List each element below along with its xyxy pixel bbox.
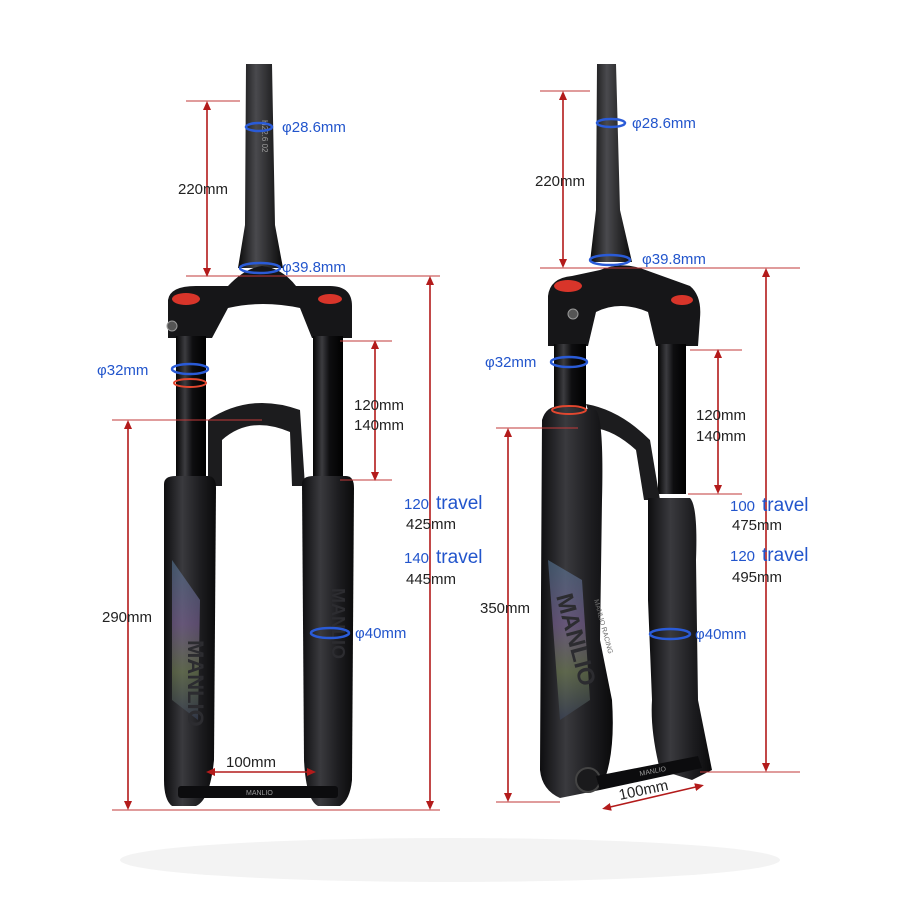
right-steerer-upper-diameter: φ28.6mm <box>632 115 696 132</box>
right-steerer-length: 220mm <box>535 173 585 190</box>
right-steerer-lower-diameter: φ39.8mm <box>642 251 706 268</box>
left-travel-a-word: travel <box>436 493 482 514</box>
right-travel-b-value: 120 <box>730 548 755 565</box>
left-steerer-print: H22.6 02 <box>260 120 269 153</box>
left-lower-diameter: φ40mm <box>355 625 406 642</box>
right-arrow-axle-width <box>602 783 704 811</box>
right-crown-cap-left <box>554 280 582 292</box>
left-travel-b: 140 travel <box>404 547 483 568</box>
left-stanchion-right <box>313 336 343 484</box>
right-travel-a-length: 475mm <box>732 517 782 534</box>
right-travel-a: 100 travel <box>730 495 809 516</box>
left-crown-cap-left <box>172 293 200 305</box>
left-travel-b-length: 445mm <box>406 571 456 588</box>
left-fork: H22.6 02 MANLIO MANLIO MANLIO <box>164 64 354 806</box>
right-stanchion-diameter: φ32mm <box>485 354 536 371</box>
right-travel-a-value: 100 <box>730 498 755 515</box>
left-stanchion-diameter: φ32mm <box>97 362 148 379</box>
left-crown-dial-icon <box>166 320 178 332</box>
left-steerer-upper-diameter: φ28.6mm <box>282 119 346 136</box>
left-travel-a-value: 120 <box>404 496 429 513</box>
right-travel-b: 120 travel <box>730 545 809 566</box>
right-lower-diameter: φ40mm <box>695 626 746 643</box>
left-lower-right <box>302 476 354 806</box>
right-ring-stanchion <box>549 355 589 369</box>
floor-shadow <box>120 838 780 882</box>
left-steerer-lower-diameter: φ39.8mm <box>282 259 346 276</box>
right-axle <box>596 756 702 790</box>
right-crown-dial-icon <box>567 308 579 320</box>
right-crown <box>548 265 701 346</box>
right-crown-cap-right <box>671 295 693 305</box>
right-travel-b-length: 495mm <box>732 569 782 586</box>
left-exposed-stanchion-1: 120mm <box>354 397 404 414</box>
left-decal-text: MANLIO <box>183 640 208 727</box>
left-ring-stanchion <box>170 362 210 376</box>
left-decal-holo <box>172 560 200 720</box>
left-ring-lower <box>309 626 351 640</box>
right-exposed-stanchion-1: 120mm <box>696 407 746 424</box>
left-ring-steerer-base <box>238 261 282 275</box>
right-decal-holo <box>548 560 590 720</box>
right-travel-b-word: travel <box>762 545 808 566</box>
right-fork: MANLIO MANLIO RACING MANLIO <box>540 64 712 798</box>
right-exposed-stanchion-2: 140mm <box>696 428 746 445</box>
left-axle-text: MANLIO <box>246 790 273 797</box>
right-steerer-tube <box>590 64 632 262</box>
left-ring-steerer-top <box>244 121 274 133</box>
left-travel-a: 120 travel <box>404 493 483 514</box>
right-arch <box>586 404 660 500</box>
left-arch <box>208 402 305 486</box>
right-ring-stanchion-red <box>551 405 587 415</box>
left-ring-stanchion-red <box>173 378 207 388</box>
left-steerer-tube <box>238 64 283 268</box>
left-steerer-length: 220mm <box>178 181 228 198</box>
left-decal-text-right: MANLIO <box>328 588 348 659</box>
right-dropout-left <box>575 767 601 793</box>
left-travel-b-word: travel <box>436 547 482 568</box>
left-crown-cap-right <box>318 294 342 304</box>
left-stanchion-left <box>176 336 206 484</box>
right-lower-length: 350mm <box>480 600 530 617</box>
right-stanchion-right <box>658 344 686 494</box>
left-axle <box>178 786 338 798</box>
left-exposed-stanchion-2: 140mm <box>354 417 404 434</box>
left-axle-width: 100mm <box>226 754 276 771</box>
left-travel-b-value: 140 <box>404 550 429 567</box>
left-lower-length: 290mm <box>102 609 152 626</box>
right-ring-steerer-base <box>588 253 632 267</box>
right-ring-steerer-top <box>595 117 627 129</box>
left-crown <box>168 266 352 338</box>
right-ring-lower <box>648 627 692 641</box>
right-travel-a-word: travel <box>762 495 808 516</box>
left-travel-a-length: 425mm <box>406 516 456 533</box>
